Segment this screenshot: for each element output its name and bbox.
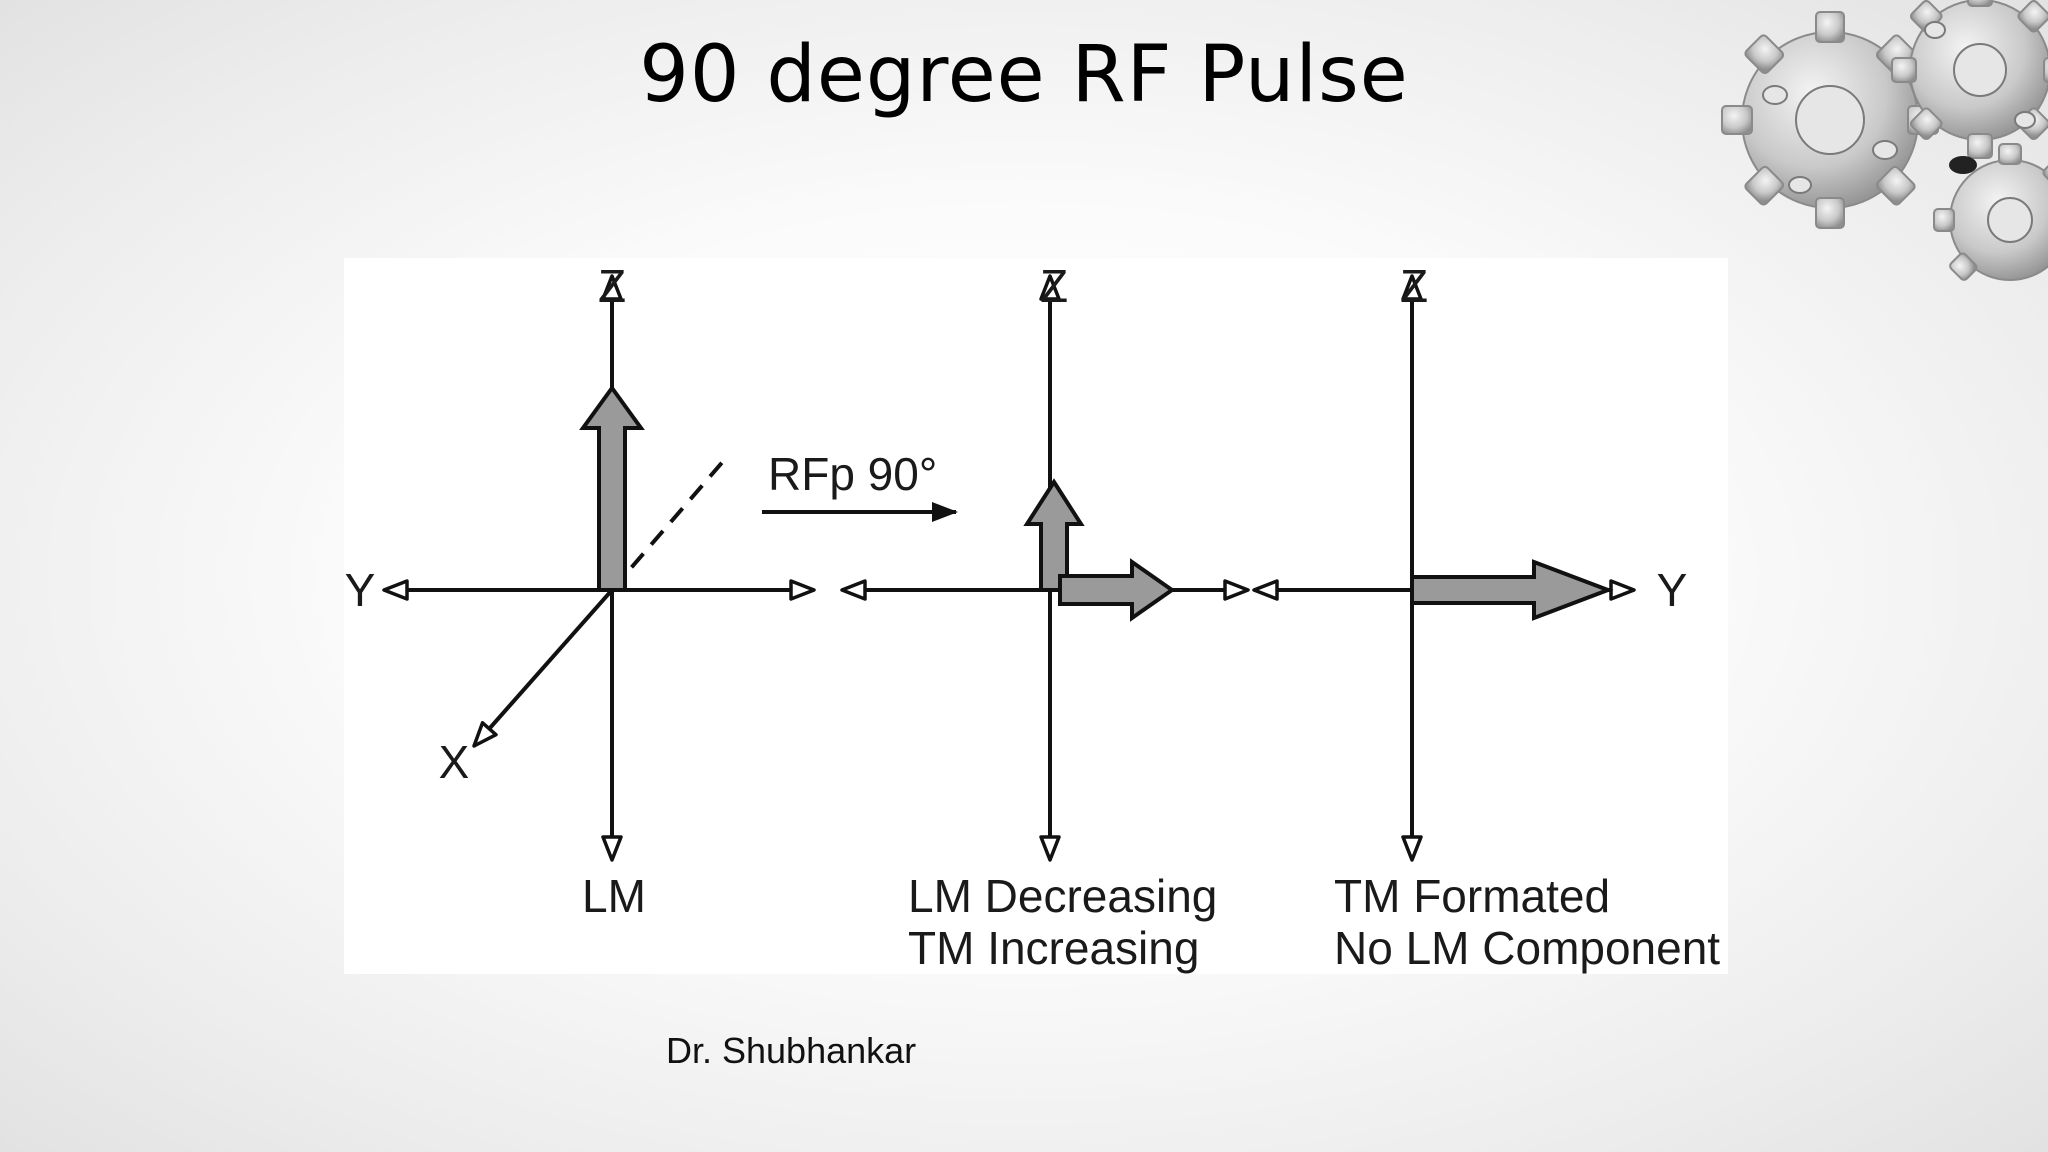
- panel1-x-label: X: [439, 736, 470, 788]
- slide-title: 90 degree RF Pulse: [639, 30, 1409, 120]
- panel1-x-axis: [472, 588, 614, 748]
- panel2-lm-vector: [1023, 478, 1085, 592]
- panel2-tm-vector: [1058, 558, 1176, 622]
- panel1-z-label: Z: [598, 260, 626, 312]
- panel3-caption-line2: No LM Component: [1334, 922, 1720, 974]
- panel2-caption-line2: TM Increasing: [908, 922, 1199, 974]
- footer-credit: Dr. Shubhankar: [666, 1030, 917, 1071]
- panel3-y-label: Y: [1657, 564, 1688, 616]
- panel3-z-label: Z: [1400, 260, 1428, 312]
- rf-pulse-diagram: Z Y X Z Z Y RFp 90° LM LM Decreasing TM …: [345, 260, 1721, 974]
- diagram-panel: Z Y X Z Z Y RFp 90° LM LM Decreasing TM …: [344, 258, 1728, 974]
- panel3-tm-vector: [1410, 559, 1614, 621]
- panel1-dashed-axis: [610, 456, 728, 592]
- gears-decoration-icon: [1721, 0, 2048, 281]
- panel1-caption-line1: LM: [582, 870, 646, 922]
- panel2-caption-line1: LM Decreasing: [908, 870, 1217, 922]
- panel1-y-label: Y: [345, 564, 376, 616]
- rf-pulse-label: RFp 90°: [768, 448, 937, 500]
- panel3-caption-line1: TM Formated: [1334, 870, 1610, 922]
- panel2-z-label: Z: [1040, 260, 1068, 312]
- panel1-lm-vector: [579, 384, 645, 592]
